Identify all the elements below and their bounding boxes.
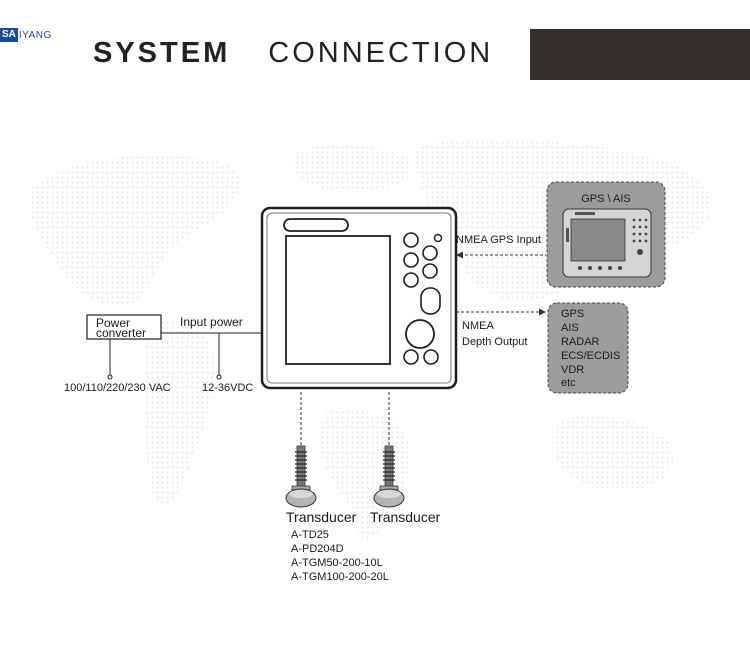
- key-button: [423, 349, 439, 365]
- cursor-pad: [420, 287, 441, 315]
- gps-ais-box: GPS \ AIS: [546, 181, 666, 288]
- unit-screen: [285, 235, 391, 365]
- world-map-background: [29, 139, 712, 539]
- arrow-left-icon: [456, 251, 463, 259]
- output-device-ais: AIS: [561, 322, 579, 334]
- title-word-system: SYSTEM: [93, 37, 231, 69]
- power-converter-label-1: Power: [96, 316, 130, 330]
- transducer-model: A-TGM50-200-10L: [291, 557, 383, 569]
- output-device-vdr: VDR: [561, 364, 584, 376]
- key-button: [422, 263, 438, 279]
- key-button: [403, 272, 419, 288]
- transducer-left-label: Transducer: [286, 509, 357, 525]
- title-word-connection: CONNECTION: [268, 37, 494, 69]
- dc-terminal-icon: [216, 374, 222, 380]
- transducer-right-label: Transducer: [370, 509, 441, 525]
- input-power-label: Input power: [180, 315, 243, 329]
- depth-output-label: Depth Output: [462, 336, 527, 348]
- output-devices-box: GPS AIS RADAR ECS/ECDIS VDR etc: [547, 302, 629, 394]
- key-button: [422, 245, 438, 261]
- transducer-left-icon: [285, 445, 317, 508]
- power-section: Power converter Input power 100/110/220/…: [64, 314, 262, 394]
- output-device-gps: GPS: [561, 308, 584, 320]
- logo-box-text: SA: [0, 28, 18, 42]
- header-dark-bar: [530, 29, 750, 80]
- key-button: [403, 232, 419, 248]
- key-button: [403, 252, 419, 268]
- nmea-output-line: NMEA Depth Output: [456, 308, 546, 348]
- output-device-radar: RADAR: [561, 336, 600, 348]
- page-title: SYSTEM CONNECTION: [93, 36, 493, 70]
- nmea-label: NMEA: [462, 320, 494, 332]
- logo-text: IYANG: [18, 29, 52, 41]
- power-converter-box: [86, 314, 162, 340]
- unit-label-slot: [283, 218, 349, 232]
- ac-terminal-icon: [107, 374, 113, 380]
- power-converter-label-2: converter: [96, 326, 146, 340]
- nmea-gps-input-label: NMEA GPS Input: [456, 234, 541, 246]
- sounder-unit: [260, 206, 458, 390]
- output-device-ecdis: ECS/ECDIS: [561, 350, 620, 362]
- transducer-right-icon: [373, 445, 405, 508]
- ac-voltage-label: 100/110/220/230 VAC: [64, 382, 171, 394]
- output-device-etc: etc: [561, 377, 576, 389]
- transducer-model: A-PD204D: [291, 543, 344, 555]
- gps-ais-label: GPS \ AIS: [581, 193, 631, 205]
- dc-voltage-label: 12-36VDC: [202, 382, 253, 394]
- key-button: [403, 349, 419, 365]
- nmea-gps-input-line: NMEA GPS Input: [456, 234, 546, 259]
- rotary-knob: [405, 319, 435, 349]
- transducer-model: A-TD25: [291, 529, 329, 541]
- transducer-model: A-TGM100-200-20L: [291, 571, 389, 583]
- arrow-right-icon: [539, 308, 546, 316]
- power-button: [433, 233, 443, 243]
